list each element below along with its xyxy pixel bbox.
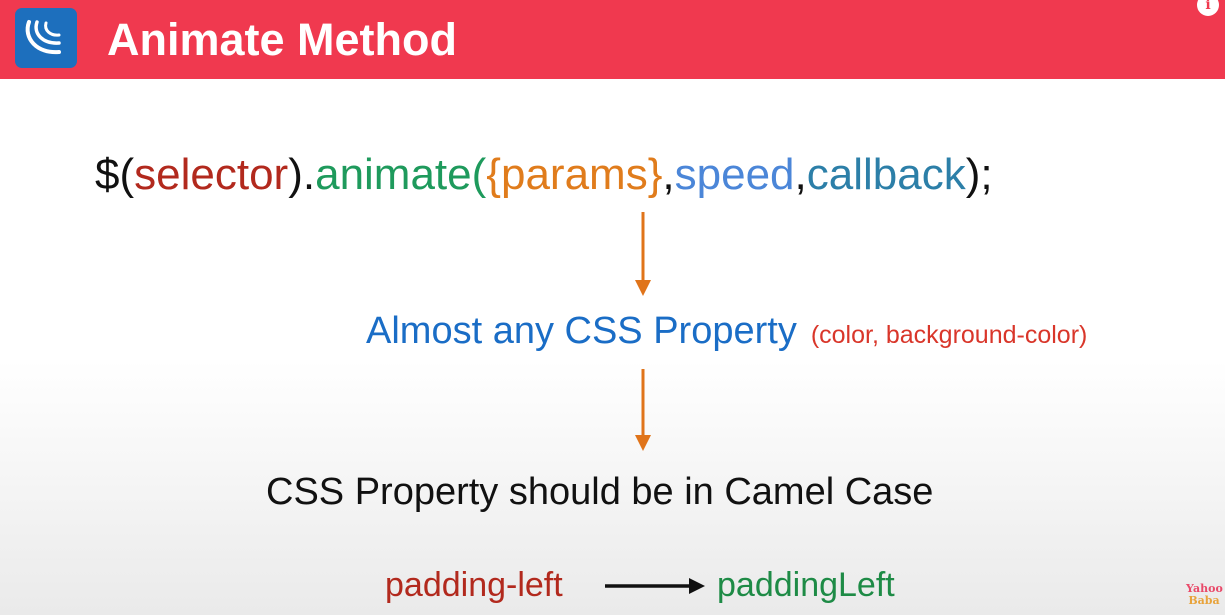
example-to: paddingLeft	[717, 566, 895, 604]
syntax-dollar: $(	[95, 150, 135, 199]
syntax-callback: callback	[806, 150, 966, 199]
syntax-selector: selector	[134, 150, 289, 199]
watermark-line-2: Baba	[1188, 594, 1220, 607]
page-title: Animate Method	[107, 14, 458, 65]
animate-syntax: $(selector).animate({params},speed,callb…	[95, 145, 993, 205]
syntax-end: );	[965, 150, 993, 199]
example-from: padding-left	[385, 566, 563, 604]
syntax-comma-1: ,	[662, 150, 675, 199]
property-note-example: (color, background-color)	[810, 321, 1088, 349]
property-note: Almost any CSS Property (color, backgroun…	[366, 305, 1087, 357]
jquery-logo-icon	[15, 8, 77, 68]
channel-watermark: Yahoo Baba	[1186, 582, 1223, 613]
info-icon[interactable]: i	[1197, 0, 1219, 16]
header-bar: Animate Method i	[0, 0, 1225, 79]
property-note-main: Almost any CSS Property	[366, 310, 797, 352]
syntax-comma-2: ,	[794, 150, 807, 199]
syntax-params: {params}	[486, 150, 663, 199]
syntax-close-dot: ).	[288, 150, 316, 199]
down-arrow-icon	[635, 369, 651, 451]
camel-case-note: CSS Property should be in Camel Case	[266, 471, 934, 513]
down-arrow-icon	[635, 212, 651, 296]
right-arrow-icon	[605, 578, 705, 594]
syntax-speed: speed	[674, 150, 795, 199]
watermark-line-1: Yahoo	[1186, 582, 1223, 595]
syntax-animate: animate	[315, 150, 472, 199]
syntax-open-paren: (	[471, 150, 487, 199]
